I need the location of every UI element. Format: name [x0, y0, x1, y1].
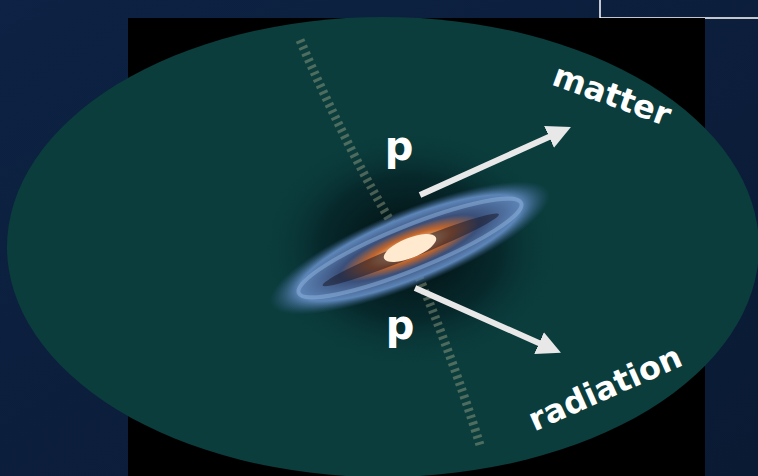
teal-region [7, 17, 758, 476]
arrow [415, 288, 550, 348]
arrow [420, 132, 560, 195]
corner-box [600, 0, 758, 18]
particle-label: p [385, 126, 414, 166]
particle-label: p [386, 305, 415, 345]
